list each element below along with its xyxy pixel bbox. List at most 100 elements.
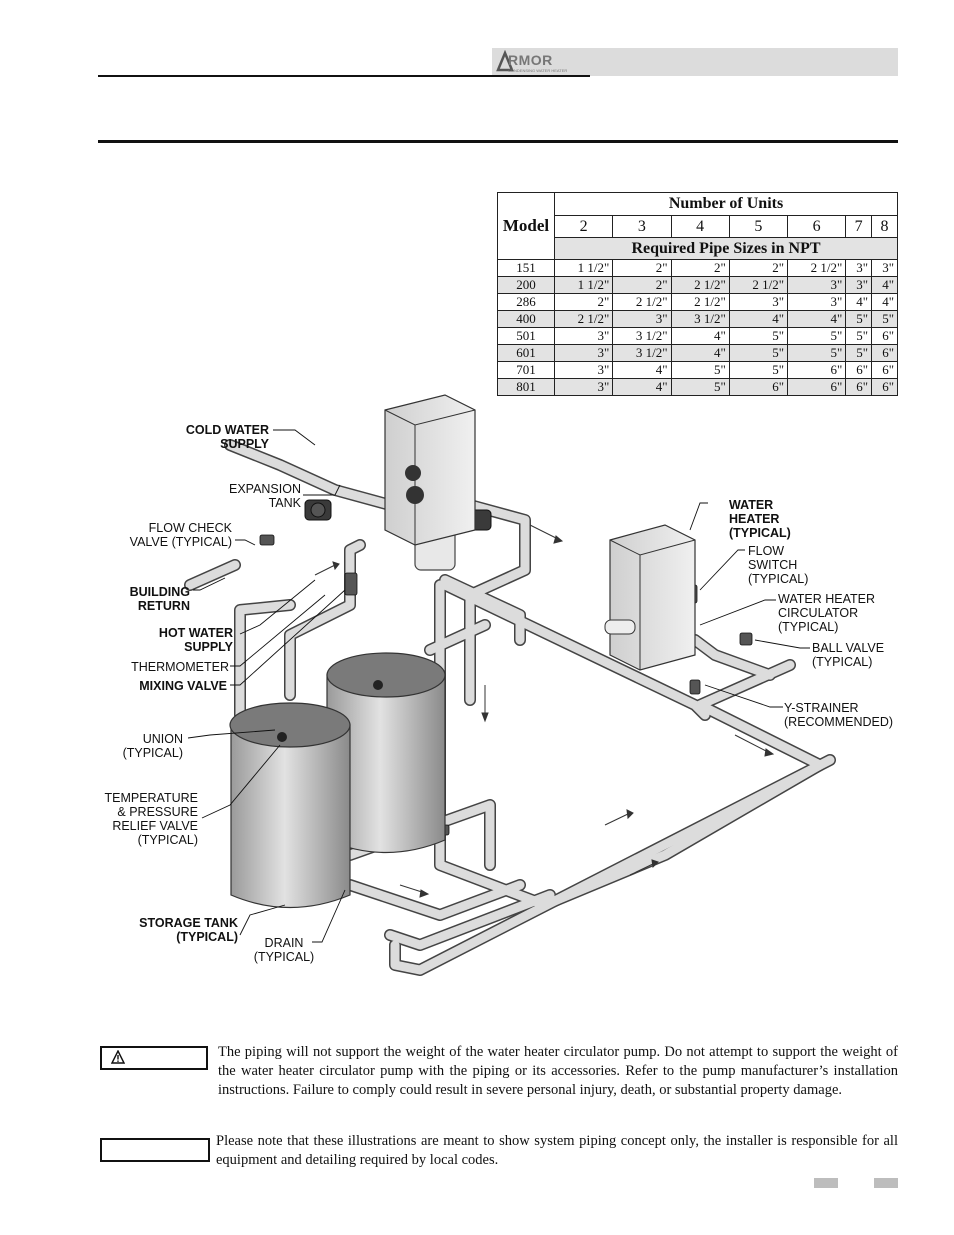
- pipe-size-cell: 4": [871, 293, 898, 311]
- pipe-size-cell: 5": [728, 327, 789, 345]
- pipe-size-cell: 5": [786, 327, 847, 345]
- pipe-size-cell: 2 1/2": [670, 293, 730, 311]
- callout-y-strainer: Y-STRAINER (RECOMMENDED): [784, 701, 904, 729]
- warning-text: The piping will not support the weight o…: [218, 1044, 898, 1098]
- table-model-header: Model: [497, 192, 555, 260]
- callout-expansion-tank: EXPANSION TANK: [200, 482, 301, 510]
- callout-text: Y-STRAINER (RECOMMENDED): [784, 701, 894, 729]
- pipe-size-cell: 5": [845, 310, 873, 328]
- svg-text:RMOR: RMOR: [508, 52, 553, 68]
- pipe-size-cell: 2": [612, 259, 672, 277]
- pipe-size-cell: 4": [871, 276, 898, 294]
- unit-count: 3: [612, 215, 672, 238]
- model-cell: 151: [497, 259, 555, 277]
- pipe-size-cell: 3": [612, 310, 672, 328]
- pipe-size-cell: 2": [670, 259, 730, 277]
- callout-text: TEMPERATURE & PRESSURE RELIEF VALVE (TYP…: [104, 791, 198, 847]
- pipe-size-cell: 3 1/2": [612, 344, 672, 362]
- callout-ball-valve: BALL VALVE (TYPICAL): [812, 641, 902, 669]
- flow-arrows: [314, 524, 775, 898]
- pipe-size-cell: 5": [786, 344, 847, 362]
- pipe-size-cell: 6": [871, 361, 898, 379]
- pipe-size-cell: 4": [612, 361, 672, 379]
- model-cell: 400: [497, 310, 555, 328]
- pipe-size-cell: 3 1/2": [612, 327, 672, 345]
- table-required-header: Required Pipe Sizes in NPT: [554, 237, 898, 260]
- pipe-size-cell: 5": [871, 310, 898, 328]
- pipe-size-cell: 6": [871, 327, 898, 345]
- pipe-size-cell: 2 1/2": [728, 276, 789, 294]
- unit-count: 8: [871, 215, 898, 238]
- pipe-size-cell: 6": [845, 361, 873, 379]
- pipe-size-cell: 3 1/2": [670, 310, 730, 328]
- pipe-size-cell: 3": [845, 259, 873, 277]
- pipe-size-cell: 4": [670, 327, 730, 345]
- callout-tp-relief-valve: TEMPERATURE & PRESSURE RELIEF VALVE (TYP…: [90, 791, 198, 847]
- callout-hot-water-supply: HOT WATER SUPPLY: [130, 626, 233, 654]
- unit-count: 5: [728, 215, 789, 238]
- callout-drain: DRAIN (TYPICAL): [244, 936, 324, 964]
- callout-water-heater: WATER HEATER (TYPICAL): [729, 498, 809, 540]
- pipe-size-cell: 6": [728, 378, 789, 396]
- callout-union: UNION (TYPICAL): [100, 732, 183, 760]
- header-rule: [98, 140, 898, 143]
- callout-building-return: BUILDING RETURN: [100, 585, 190, 613]
- warning-label-box: [100, 1046, 208, 1070]
- callout-text: WATER HEATER (TYPICAL): [729, 498, 791, 540]
- callout-thermometer: THERMOMETER: [110, 660, 229, 674]
- pipe-size-cell: 6": [786, 361, 847, 379]
- water-heater-left: [384, 394, 476, 546]
- pipe-size-cell: 3": [786, 293, 847, 311]
- unit-count: 7: [845, 215, 873, 238]
- pipe-size-cell: 3": [553, 327, 614, 345]
- pipe-size-cell: 2 1/2": [612, 293, 672, 311]
- pipe-size-cell: 6": [871, 378, 898, 396]
- pipe-size-cell: 2 1/2": [670, 276, 730, 294]
- pipe-network: [184, 439, 836, 976]
- callout-text: FLOW SWITCH (TYPICAL): [748, 544, 809, 586]
- pipe-size-cell: 5": [728, 344, 789, 362]
- model-cell: 200: [497, 276, 555, 294]
- callout-text: THERMOMETER: [131, 660, 229, 674]
- callout-text: DRAIN (TYPICAL): [253, 936, 315, 964]
- pipe-size-cell: 6": [871, 344, 898, 362]
- leader-lines: [187, 429, 810, 943]
- unit-count: 2: [553, 215, 614, 238]
- pipe-size-cell: 2": [728, 259, 789, 277]
- callout-text: STORAGE TANK (TYPICAL): [139, 916, 238, 944]
- pipe-size-cell: 3": [728, 293, 789, 311]
- storage-tank-back: [326, 652, 446, 854]
- pipe-size-table: Model Number of Units 2 3 4 5 6 7 8 Requ…: [497, 192, 898, 396]
- pipe-size-cell: 3": [871, 259, 898, 277]
- pipe-size-cell: 3": [786, 276, 847, 294]
- table-units-header: Number of Units: [554, 192, 898, 216]
- model-cell: 286: [497, 293, 555, 311]
- callout-flow-switch: FLOW SWITCH (TYPICAL): [748, 544, 828, 586]
- callout-water-heater-circulator: WATER HEATER CIRCULATOR (TYPICAL): [778, 592, 888, 634]
- pipe-size-cell: 3": [845, 276, 873, 294]
- pipe-size-cell: 4": [845, 293, 873, 311]
- armor-logo: RMOR CONDENSING WATER HEATER: [494, 50, 590, 74]
- callout-text: HOT WATER SUPPLY: [158, 626, 233, 654]
- callout-text: MIXING VALVE: [139, 679, 227, 693]
- unit-count: 4: [670, 215, 730, 238]
- pipe-size-cell: 5": [728, 361, 789, 379]
- notice-text: Please note that these illustrations are…: [216, 1133, 898, 1168]
- callout-flow-check-valve: FLOW CHECK VALVE (TYPICAL): [110, 521, 232, 549]
- model-cell: 501: [497, 327, 555, 345]
- model-cell: 601: [497, 344, 555, 362]
- pipe-size-cell: 4": [612, 378, 672, 396]
- pipe-size-cell: 4": [786, 310, 847, 328]
- pipe-size-cell: 3": [553, 344, 614, 362]
- callout-mixing-valve: MIXING VALVE: [110, 679, 227, 693]
- pipe-size-cell: 6": [845, 378, 873, 396]
- callout-text: COLD WATER SUPPLY: [185, 423, 269, 451]
